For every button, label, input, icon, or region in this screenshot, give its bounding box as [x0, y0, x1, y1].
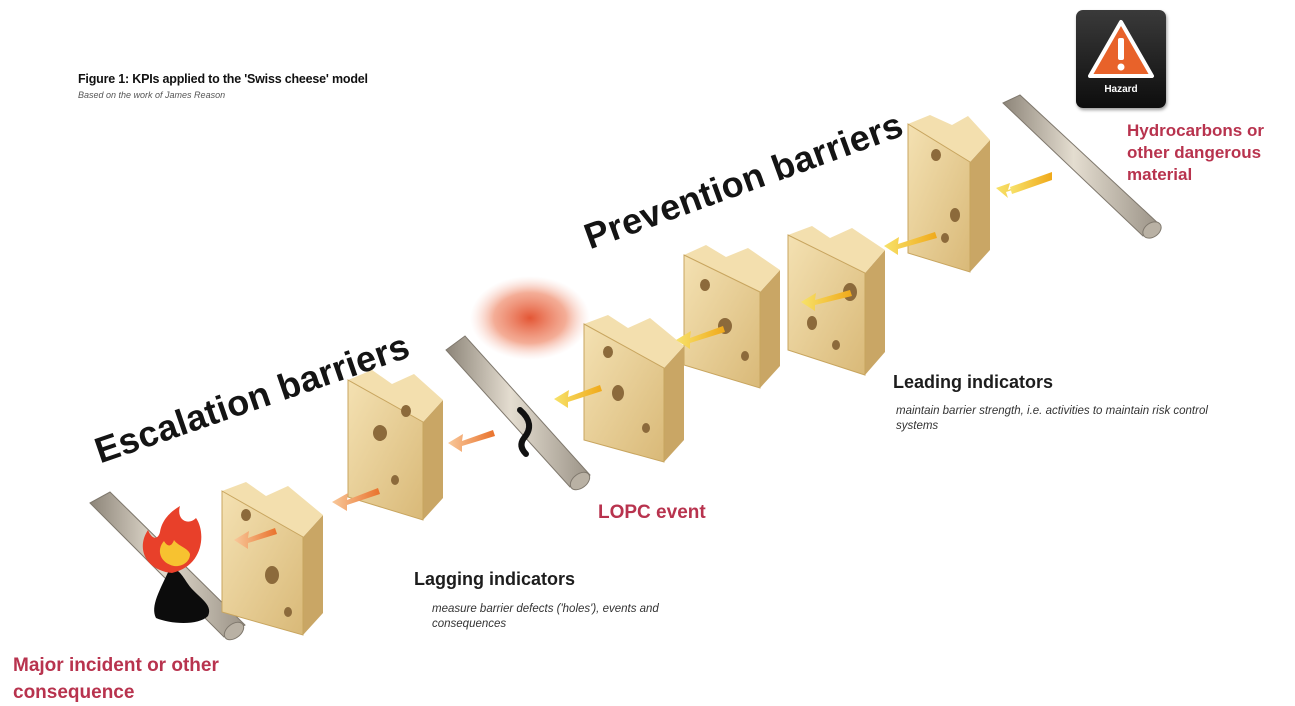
arrow-escalation-1 [448, 430, 495, 452]
lopc-pipe [446, 336, 593, 493]
cheese-slice-escalation-2 [222, 482, 323, 635]
leading-indicators-description: maintain barrier strength, i.e. activiti… [896, 404, 1246, 434]
leading-indicators-title: Leading indicators [893, 372, 1053, 393]
lagging-indicators-description: measure barrier defects ('holes'), event… [432, 602, 732, 632]
cheese-slice-prevention-2 [788, 226, 885, 375]
release-cloud [470, 276, 590, 360]
fire-icon [143, 506, 202, 573]
lopc-event-label: LOPC event [598, 502, 706, 524]
hazard-sign: Hazard [1076, 10, 1166, 108]
arrow-prevention-1 [996, 172, 1052, 198]
hazard-source-label: Hydrocarbons or other dangerous material [1127, 120, 1295, 186]
major-incident-label: Major incident or other consequence [13, 652, 313, 706]
figure-title: Figure 1: KPIs applied to the 'Swiss che… [78, 72, 368, 86]
lagging-indicators-title: Lagging indicators [414, 569, 575, 590]
warning-triangle-icon [1086, 18, 1156, 80]
cheese-slice-prevention-1 [908, 115, 990, 272]
figure-subtitle: Based on the work of James Reason [78, 90, 225, 100]
cheese-slice-prevention-3 [684, 245, 780, 388]
hazard-sign-label: Hazard [1076, 84, 1166, 95]
